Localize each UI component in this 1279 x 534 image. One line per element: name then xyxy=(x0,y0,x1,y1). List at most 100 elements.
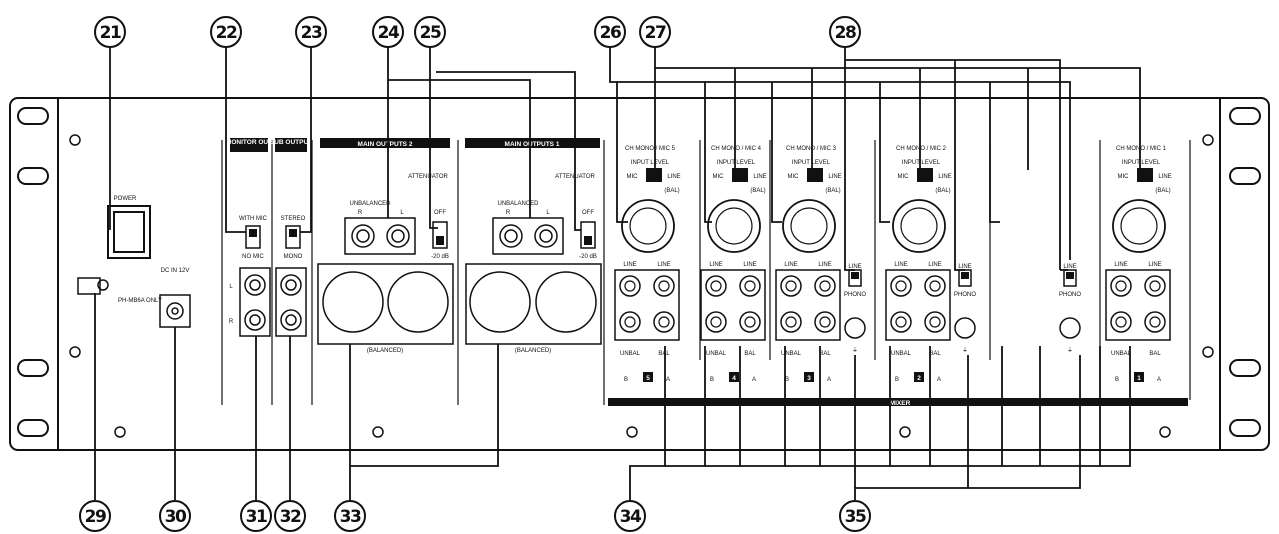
ground-post[interactable] xyxy=(844,317,866,339)
input-level-switch[interactable] xyxy=(646,168,662,182)
rca-jack[interactable] xyxy=(814,275,836,297)
channel-name: CH MONO / MIC 1 xyxy=(1116,146,1167,152)
a-label: A xyxy=(752,377,756,383)
rack-slot xyxy=(1229,107,1261,125)
phono-switch[interactable] xyxy=(1063,269,1077,287)
sub-output-l-jack[interactable] xyxy=(280,274,302,296)
main-out-1-unbal-r-jack[interactable] xyxy=(499,224,523,248)
line-label: LINE xyxy=(623,262,636,268)
main-out-1-unbal-l-jack[interactable] xyxy=(534,224,558,248)
screw xyxy=(69,134,81,146)
line-label: LINE xyxy=(753,174,766,180)
att-value-label: -20 dB xyxy=(579,254,597,260)
xlr-input-4[interactable] xyxy=(707,199,761,253)
screw xyxy=(1202,346,1214,358)
callout-number: 27 xyxy=(645,23,666,43)
mic-label: MIC xyxy=(1118,174,1130,180)
rca-jack[interactable] xyxy=(1110,275,1132,297)
rca-jack[interactable] xyxy=(890,311,912,333)
bal-label: BAL xyxy=(929,351,941,357)
callout-circle xyxy=(639,16,671,48)
input-level-switch[interactable] xyxy=(917,168,933,182)
rca-jack[interactable] xyxy=(814,311,836,333)
main-out-2-xlr-r[interactable] xyxy=(322,271,384,333)
main-out-2-xlr-l[interactable] xyxy=(387,271,449,333)
main-out-2-unbal-r-jack[interactable] xyxy=(351,224,375,248)
with-mic-label: WITH MIC xyxy=(239,216,268,222)
callout-number: 35 xyxy=(845,507,866,527)
channel-name: CH MONO / MIC 4 xyxy=(711,146,762,152)
main-outputs-2-label: MAIN OUTPUTS 2 xyxy=(358,141,413,148)
rca-jack[interactable] xyxy=(619,275,641,297)
rca-jack[interactable] xyxy=(1144,275,1166,297)
b-label: B xyxy=(624,377,628,383)
rca-jack[interactable] xyxy=(705,275,727,297)
main-out-2-unbal-l-jack[interactable] xyxy=(386,224,410,248)
main-out-1-xlr-r[interactable] xyxy=(469,271,531,333)
attenuator-2-switch[interactable] xyxy=(432,221,448,249)
input-level-switch[interactable] xyxy=(732,168,748,182)
rca-jack[interactable] xyxy=(780,275,802,297)
input-level-switch[interactable] xyxy=(1137,168,1153,182)
line-label: LINE xyxy=(1063,264,1076,270)
screw xyxy=(1202,134,1214,146)
xlr-input-5[interactable] xyxy=(621,199,675,253)
mic-label: MIC xyxy=(713,174,725,180)
input-level-label: INPUT LEVEL xyxy=(1122,160,1161,166)
callout-circle xyxy=(334,500,366,532)
rca-jack[interactable] xyxy=(739,311,761,333)
sub-output-switch[interactable] xyxy=(285,225,301,249)
ground-post[interactable] xyxy=(1059,317,1081,339)
sub-output-label: SUB OUTPUT xyxy=(270,139,312,146)
rca-jack[interactable] xyxy=(780,311,802,333)
channel-name: CH MONO / MIC 2 xyxy=(896,146,947,152)
main-out-1-xlr-l[interactable] xyxy=(535,271,597,333)
phono-label: PHONO xyxy=(954,292,976,298)
power-switch[interactable] xyxy=(107,205,151,259)
power-label: POWER xyxy=(114,196,137,202)
rca-jack-block xyxy=(885,269,951,341)
monitor-out-r-jack[interactable] xyxy=(244,309,266,331)
screw xyxy=(372,426,384,438)
bal-label: BAL xyxy=(819,351,831,357)
mono-label: MONO xyxy=(284,254,303,260)
callout-circle xyxy=(414,16,446,48)
callout-28: 28 xyxy=(829,16,861,48)
rca-jack[interactable] xyxy=(890,275,912,297)
rack-slot xyxy=(1229,359,1261,377)
xlr-input-3[interactable] xyxy=(782,199,836,253)
rack-chassis xyxy=(9,97,1270,451)
input-level-label: INPUT LEVEL xyxy=(902,160,941,166)
rca-jack[interactable] xyxy=(739,275,761,297)
screw xyxy=(899,426,911,438)
phono-label: PHONO xyxy=(844,292,866,298)
line-label: LINE xyxy=(743,262,756,268)
attenuator-1-switch[interactable] xyxy=(580,221,596,249)
monitor-out-switch[interactable] xyxy=(245,225,261,249)
xlr-input-2[interactable] xyxy=(892,199,946,253)
callout-26: 26 xyxy=(594,16,626,48)
sub-output-r-jack[interactable] xyxy=(280,309,302,331)
ground-post[interactable] xyxy=(954,317,976,339)
callout-number: 26 xyxy=(600,23,621,43)
rca-jack[interactable] xyxy=(705,311,727,333)
callout-number: 25 xyxy=(420,23,441,43)
bal-label: (BAL) xyxy=(750,188,765,194)
xlr-input-1[interactable] xyxy=(1112,199,1166,253)
l-label: L xyxy=(229,284,233,290)
rca-jack[interactable] xyxy=(653,311,675,333)
ground-screw xyxy=(97,279,109,291)
rca-jack[interactable] xyxy=(1110,311,1132,333)
rca-jack[interactable] xyxy=(619,311,641,333)
rca-jack[interactable] xyxy=(924,311,946,333)
dc-in-jack[interactable] xyxy=(159,294,191,328)
balanced-2-jack-block xyxy=(317,263,454,345)
callout-21: 21 xyxy=(94,16,126,48)
rca-jack[interactable] xyxy=(1144,311,1166,333)
input-level-switch[interactable] xyxy=(807,168,823,182)
rca-jack[interactable] xyxy=(924,275,946,297)
rca-jack[interactable] xyxy=(653,275,675,297)
monitor-out-l-jack[interactable] xyxy=(244,274,266,296)
